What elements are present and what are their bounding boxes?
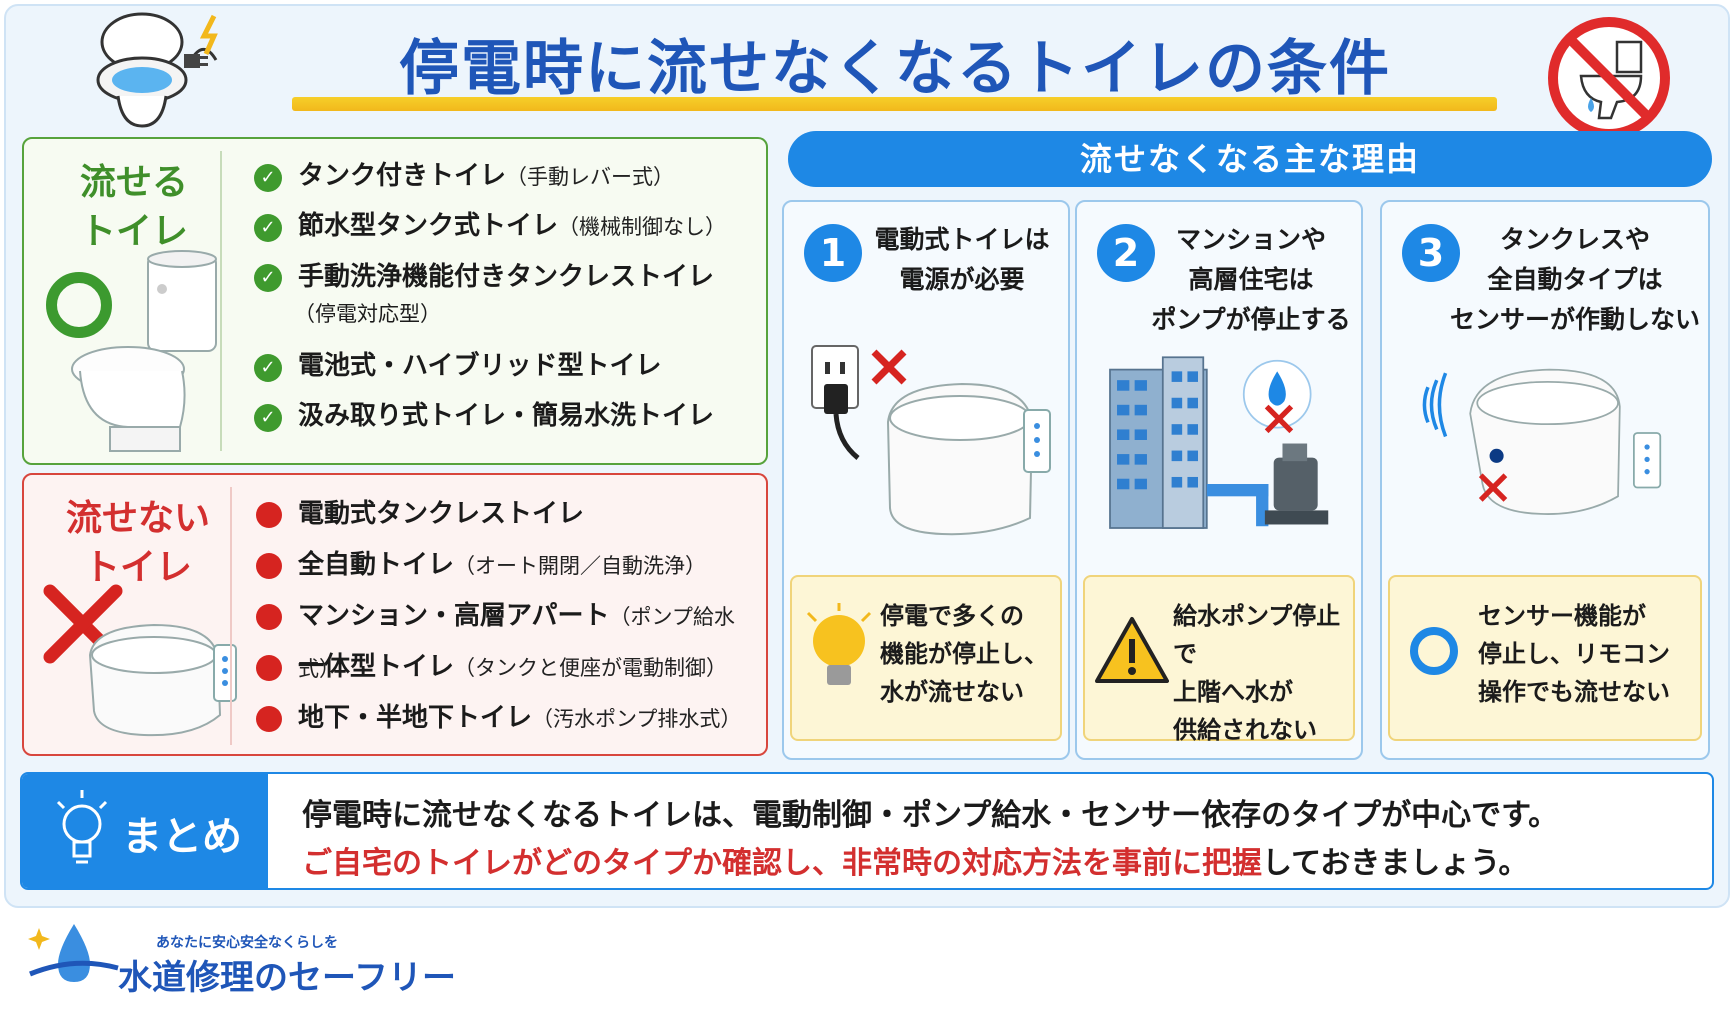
flushable-panel: 流せる トイレ ✓タンク付きトイレ（手動レバー式） ✓節水型タンク式トイレ（機械… xyxy=(22,137,768,465)
plug-toilet-illustration xyxy=(811,345,1051,536)
check-icon: ✓ xyxy=(254,354,282,382)
logo-tagline: あなたに安心安全なくらしを xyxy=(156,935,338,951)
summary-box: まとめ 停電時に流せなくなるトイレは、電動制御・ポンプ給水・センサー依存のタイプ… xyxy=(20,772,1714,890)
building-pump-illustration xyxy=(1109,356,1329,529)
reason-note: 給水ポンプ停止で 上階へ水が 供給されない xyxy=(1083,575,1355,744)
electric-toilet-icon xyxy=(88,623,237,737)
red-dot-icon xyxy=(256,655,282,681)
reason-card-3: 3 タンクレスや 全自動タイプは センサーが作動しない センサー機能が 停止し、… xyxy=(1380,200,1710,760)
title-underline xyxy=(292,97,1497,111)
reason-title: マンションや 高層住宅は ポンプが停止する xyxy=(1151,225,1351,334)
summary-label: まとめ xyxy=(122,814,242,860)
water-drop-logo-icon xyxy=(28,924,119,982)
flushable-list: ✓タンク付きトイレ（手動レバー式） ✓節水型タンク式トイレ（機械制御なし） ✓手… xyxy=(250,151,760,441)
not-flushable-heading: 流せない トイレ xyxy=(65,498,210,588)
list-item: 全自動トイレ（オート開閉／自動洗浄） xyxy=(250,540,766,591)
summary-label-block: まとめ xyxy=(22,774,268,888)
sensor-toilet-illustration xyxy=(1422,368,1662,515)
check-icon: ✓ xyxy=(254,404,282,432)
list-item: ✓タンク付きトイレ（手動レバー式） xyxy=(250,151,760,201)
not-flushable-panel: 流せない トイレ 電動式タンクレストイレ 全自動トイレ（オート開閉／自動洗浄） … xyxy=(22,473,768,756)
reason-note: センサー機能が 停止し、リモコン 操作でも流せない xyxy=(1388,575,1702,741)
check-icon: ✓ xyxy=(254,264,282,292)
red-dot-icon xyxy=(256,604,282,630)
reason-number: 2 xyxy=(1097,224,1155,282)
not-flushable-list: 電動式タンクレストイレ 全自動トイレ（オート開閉／自動洗浄） マンション・高層ア… xyxy=(250,489,766,744)
reason-card-1: 1 電動式トイレは 電源が必要 停電で多くの 機能が停止し、 水が流せない xyxy=(782,200,1070,760)
list-item: ✓節水型タンク式トイレ（機械制御なし） xyxy=(250,201,760,251)
list-item: 地下・半地下トイレ（汚水ポンプ排水式） xyxy=(250,693,766,744)
lightbulb-icon xyxy=(806,603,872,685)
tank-toilet-icon xyxy=(71,250,217,452)
toilet-power-icon xyxy=(96,12,218,128)
not-flushable-divider xyxy=(230,487,232,745)
list-item: 電動式タンクレストイレ xyxy=(250,489,766,540)
reason-note: 停電で多くの 機能が停止し、 水が流せない xyxy=(790,575,1062,741)
logo-name: 水道修理のセーフリー xyxy=(118,958,456,998)
red-dot-icon xyxy=(256,706,282,732)
reason-number: 3 xyxy=(1402,224,1460,282)
page-title: 停電時に流せなくなるトイレの条件 xyxy=(399,33,1391,104)
flushable-heading: 流せる トイレ xyxy=(79,162,188,252)
summary-text-1: 停電時に流せなくなるトイレは、電動制御・ポンプ給水・センサー依存のタイプが中心で… xyxy=(302,798,1559,833)
list-item: マンション・高層アパート（ポンプ給水式） xyxy=(250,591,766,681)
reason-title: タンクレスや 全自動タイプは センサーが作動しない xyxy=(1449,225,1700,334)
reason-title: 電動式トイレは 電源が必要 xyxy=(874,225,1050,294)
circle-icon xyxy=(1410,627,1458,675)
list-item: ✓汲み取り式トイレ・簡易水洗トイレ xyxy=(250,391,760,441)
warning-icon xyxy=(1095,617,1169,683)
check-icon: ✓ xyxy=(254,164,282,192)
flushable-divider xyxy=(220,151,222,451)
no-toilet-icon xyxy=(1548,17,1670,139)
list-item: 一体型トイレ（タンクと便座が電動制御） xyxy=(250,642,766,693)
reason-card-2: 2 マンションや 高層住宅は ポンプが停止する 給水ポンプ停止 xyxy=(1075,200,1363,760)
list-item: ✓電池式・ハイブリッド型トイレ xyxy=(250,341,760,391)
check-icon: ✓ xyxy=(254,214,282,242)
red-dot-icon xyxy=(256,502,282,528)
lightbulb-outline-icon xyxy=(56,790,108,864)
reason-number: 1 xyxy=(804,224,862,282)
summary-text-2: ご自宅のトイレがどのタイプか確認し、非常時の対応方法を事前に把握しておきましょう… xyxy=(302,846,1529,881)
ok-circle-icon xyxy=(46,272,112,338)
list-item: ✓手動洗浄機能付きタンクレストイレ（停電対応型） xyxy=(250,251,760,341)
reasons-heading: 流せなくなる主な理由 xyxy=(788,131,1712,187)
red-dot-icon xyxy=(256,553,282,579)
